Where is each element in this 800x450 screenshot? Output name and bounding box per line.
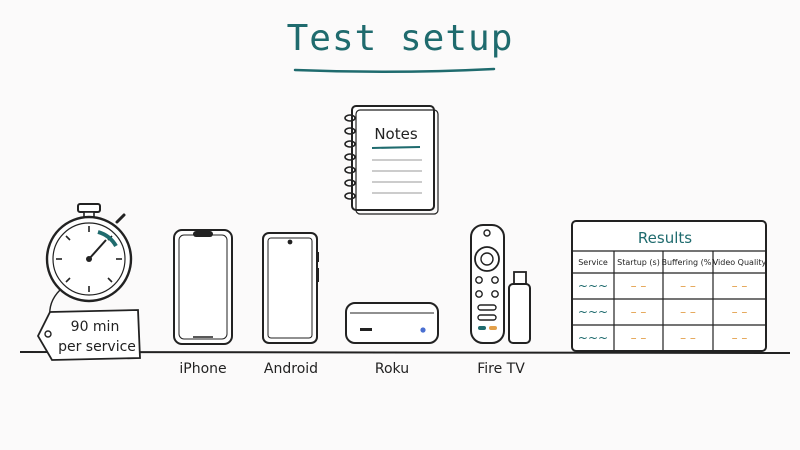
- results-col-quality: Video Quality: [713, 258, 767, 267]
- device-label-fire-tv: Fire TV: [477, 361, 525, 377]
- iphone-device: [173, 229, 233, 345]
- results-cell: – –: [631, 279, 647, 293]
- notes-title: Notes: [374, 125, 418, 143]
- device-label-roku: Roku: [374, 361, 410, 377]
- results-col-startup: Startup (s): [617, 258, 660, 267]
- results-cell: ~~~: [578, 305, 608, 319]
- results-cell: – –: [732, 279, 748, 293]
- results-cell: – –: [680, 331, 696, 345]
- results-cell: – –: [732, 305, 748, 319]
- results-title: Results: [638, 229, 692, 247]
- results-cell: – –: [680, 279, 696, 293]
- results-cell: – –: [631, 331, 647, 345]
- ground-line: [19, 351, 791, 354]
- results-cell: – –: [631, 305, 647, 319]
- results-cell: – –: [732, 331, 748, 345]
- results-cell: ~~~: [578, 279, 608, 293]
- stopwatch-icon: [45, 203, 133, 319]
- results-table: Results Service Startup (s) Buffering (%…: [571, 220, 767, 352]
- roku-device: [345, 302, 439, 344]
- notes-notebook: Notes: [344, 105, 439, 215]
- results-cell: ~~~: [578, 331, 608, 345]
- page-title: Test setup: [286, 18, 514, 59]
- android-device: [262, 232, 319, 344]
- results-col-service: Service: [578, 258, 608, 267]
- results-col-buffering: Buffering (%): [661, 258, 714, 267]
- device-label-android: Android: [263, 361, 319, 377]
- title-underline: [293, 67, 496, 74]
- device-label-iphone: iPhone: [179, 361, 227, 377]
- timer-scope: per service: [58, 339, 136, 355]
- results-cell: – –: [680, 305, 696, 319]
- timer-duration: 90 min: [71, 319, 120, 335]
- spiral-rings: [344, 114, 356, 200]
- fire-tv-device: [470, 224, 531, 344]
- timer-tag: 90 min per service: [36, 309, 141, 361]
